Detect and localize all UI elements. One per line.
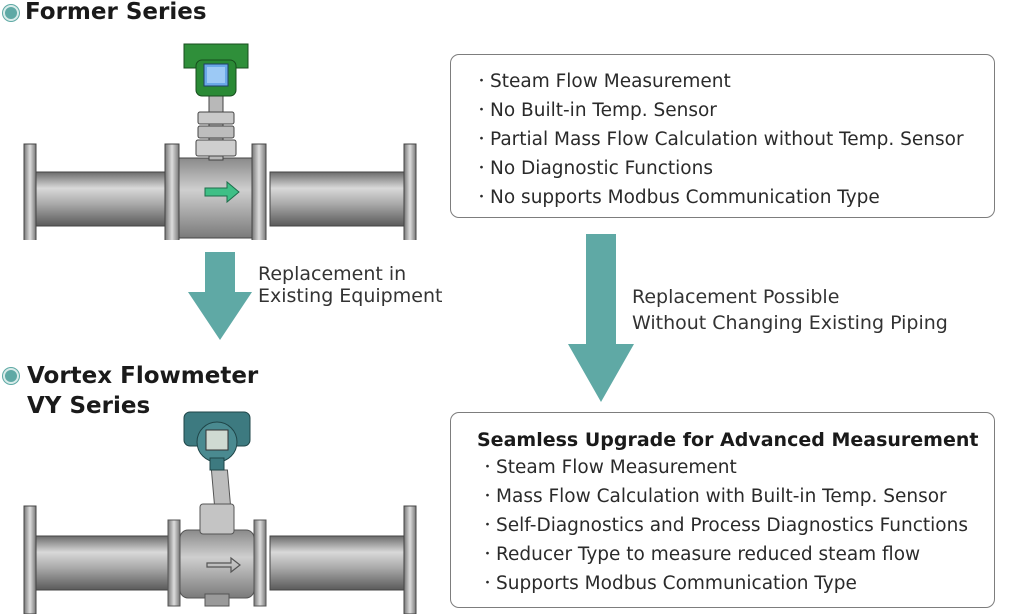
vy-series-heading-line1: Vortex Flowmeter — [27, 363, 259, 389]
former-feature-item: Partial Mass Flow Calculation without Te… — [475, 126, 994, 155]
vy-feature-item: Reducer Type to measure reduced steam fl… — [481, 541, 994, 570]
vy-feature-item: Self-Diagnostics and Process Diagnostics… — [481, 512, 994, 541]
right-arrow-note-line2: Without Changing Existing Piping — [632, 312, 948, 334]
vy-heading-bullet-icon — [3, 368, 19, 384]
vy-box-title: Seamless Upgrade for Advanced Measuremen… — [477, 429, 979, 451]
vy-feature-item: Mass Flow Calculation with Built-in Temp… — [481, 483, 994, 512]
former-feature-item: No supports Modbus Communication Type — [475, 184, 994, 213]
former-features-box: Steam Flow Measurement No Built-in Temp.… — [450, 54, 995, 218]
left-arrow-note-line2: Existing Equipment — [258, 285, 443, 307]
vy-feature-item: Supports Modbus Communication Type — [481, 570, 994, 599]
right-down-arrow-icon — [568, 234, 634, 402]
former-feature-item: No Built-in Temp. Sensor — [475, 97, 994, 126]
vy-feature-item: Steam Flow Measurement — [481, 454, 994, 483]
vy-features-box: Seamless Upgrade for Advanced Measuremen… — [450, 412, 995, 608]
vy-flowmeter-illustration — [23, 411, 417, 614]
left-down-arrow-icon — [188, 252, 252, 340]
former-feature-item: Steam Flow Measurement — [475, 68, 994, 97]
former-flowmeter-illustration — [23, 43, 417, 240]
former-feature-item: No Diagnostic Functions — [475, 155, 994, 184]
vy-series-heading-line2: VY Series — [27, 393, 151, 419]
former-series-heading: Former Series — [25, 0, 207, 25]
right-arrow-note-line1: Replacement Possible — [632, 286, 840, 308]
former-heading-bullet-icon — [3, 5, 19, 21]
left-arrow-note-line1: Replacement in — [258, 263, 407, 285]
